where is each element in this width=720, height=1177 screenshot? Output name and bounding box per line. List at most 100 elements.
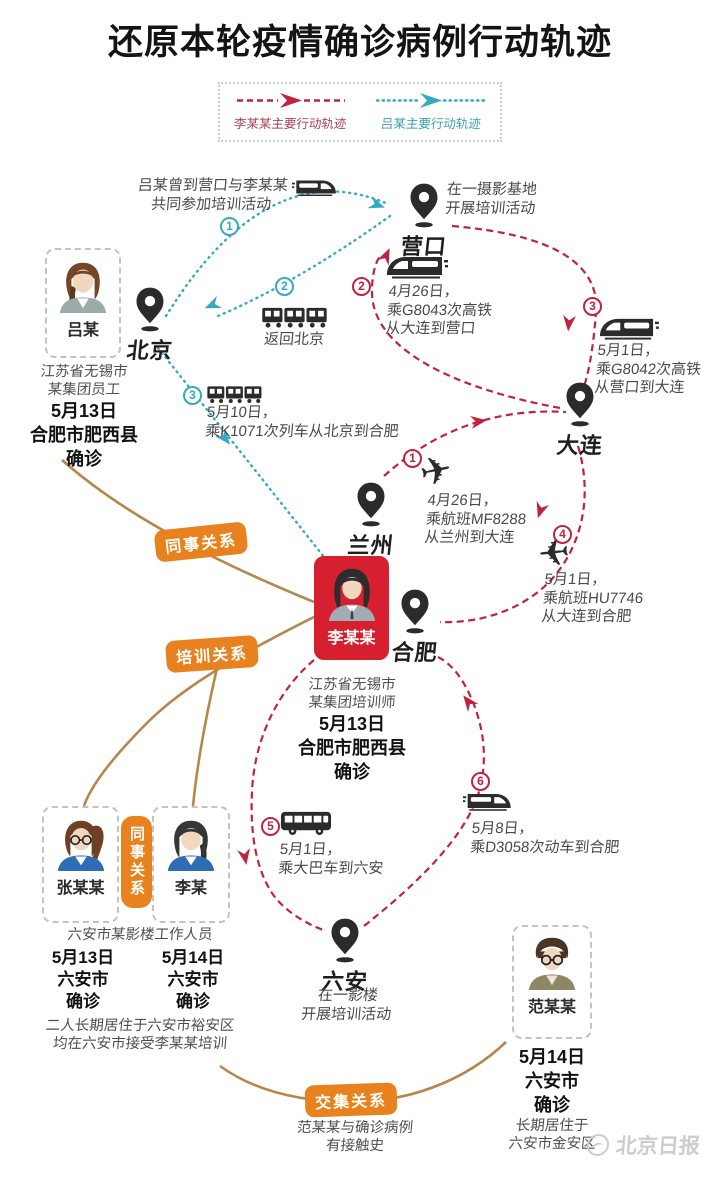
lv-trajectory xyxy=(156,190,392,564)
caption-line: 江苏省无锡市 xyxy=(307,677,397,693)
caption-zhangli-job: 六安市某影楼工作人员 xyxy=(28,926,252,944)
location-label-hefei: 合肥 xyxy=(390,640,440,665)
caption-status: 确诊 xyxy=(534,1095,570,1115)
teal-dotted-arrow-icon xyxy=(375,93,486,108)
caption-date: 5月14日 xyxy=(518,1047,586,1067)
step-red-5: 5 xyxy=(261,817,280,836)
location-pin-icon xyxy=(566,382,594,427)
caption-line: 某集团培训师 xyxy=(307,695,397,711)
note-g8043: 4月26日， 乘G8043次高铁 从大连到营口 xyxy=(385,283,495,339)
page-title: 还原本轮疫情确诊病例行动轨迹 xyxy=(107,23,612,62)
note-line: 从大连到合肥 xyxy=(540,608,633,625)
watermark: 北京日报 xyxy=(585,1130,702,1160)
caption-place: 六安市 xyxy=(525,1071,579,1091)
badge-intersection: 交集关系 xyxy=(304,1082,398,1118)
step-red-2: 2 xyxy=(352,277,371,296)
caption-li: 江苏省无锡市 某集团培训师 5月13日 合肥市肥西县 确诊 xyxy=(272,676,432,784)
step-blue-3: 3 xyxy=(183,386,202,405)
person-name-limou: 李某 xyxy=(174,880,207,897)
note-line: 5月1日， xyxy=(596,342,661,359)
note-line: 乘D3058次动车到合肥 xyxy=(469,838,621,856)
caption-line: 六安市某影楼工作人员 xyxy=(66,927,214,943)
note-k1071: 5月10日， 乘K1071次列车从北京到合肥 xyxy=(204,404,401,441)
note-bus: 5月1日， 乘大巴车到六安 xyxy=(277,841,385,878)
badge-colleague-vertical: 同事关系 xyxy=(121,816,152,908)
note-line: 从兰州到大连 xyxy=(423,529,516,546)
note-line: 5月1日， xyxy=(279,841,343,858)
person-name-zhang: 张某某 xyxy=(56,880,105,897)
note-luan: 在一影楼 开展培训活动 xyxy=(292,987,401,1024)
caption-place: 合肥市肥西县 xyxy=(30,425,138,445)
location-lanzhou: 兰州 xyxy=(347,481,395,558)
note-line: 在一摄影基地 xyxy=(446,181,538,198)
highspeed-train-icon xyxy=(292,180,336,196)
location-hefei: 合肥 xyxy=(391,588,439,665)
location-luan: 六安 xyxy=(321,917,369,994)
location-label-beijing: 北京 xyxy=(125,338,175,363)
avatar-zhang xyxy=(57,820,104,871)
caption-intersection: 范某某与确诊病例 有接触史 xyxy=(270,1119,440,1155)
step-blue-2: 2 xyxy=(275,277,294,296)
step-red-4: 4 xyxy=(553,525,572,544)
legend-label-li: 李某某主要行动轨迹 xyxy=(233,117,348,131)
caption-line: 有接触史 xyxy=(325,1138,385,1154)
location-beijing: 北京 xyxy=(126,286,174,363)
note-hu7746: 5月1日， 乘航班HU7746 从大连到合肥 xyxy=(541,571,646,627)
note-line: 从营口到大连 xyxy=(593,379,686,396)
caption-status: 确诊 xyxy=(66,449,102,469)
person-card-lv: 吕某 xyxy=(45,248,121,358)
caption-line: 江苏省无锡市 xyxy=(39,364,129,380)
note-mf8288: 4月26日， 乘航班MF8288 从兰州到大连 xyxy=(424,492,529,548)
location-dalian: 大连 xyxy=(556,381,604,458)
note-line: 乘大巴车到六安 xyxy=(277,859,385,877)
location-pin-icon xyxy=(331,918,359,963)
legend-item-lv: 吕某主要行动轨迹 xyxy=(375,92,486,132)
note-line: 5月10日， xyxy=(206,404,278,421)
note-line: 开展培训活动 xyxy=(300,1005,392,1023)
train-icon xyxy=(207,386,262,403)
step-red-6: 6 xyxy=(471,772,490,791)
caption-date: 5月13日 xyxy=(318,714,386,734)
person-name-lv: 吕某 xyxy=(66,322,99,339)
note-line: 5月8日， xyxy=(471,820,535,837)
note-yingkou: 在一摄影基地 开展培训活动 xyxy=(444,181,538,218)
caption-status: 确诊 xyxy=(176,992,210,1011)
caption-place: 合肥市肥西县 xyxy=(298,738,406,758)
highspeed-train-icon xyxy=(463,793,511,811)
location-pin-icon xyxy=(401,589,429,634)
avatar-fan xyxy=(528,937,576,990)
note-line: 乘航班HU7746 xyxy=(542,589,644,607)
highspeed-train-icon xyxy=(387,257,448,279)
caption-status: 确诊 xyxy=(66,992,100,1011)
badge-training: 培训关系 xyxy=(164,634,260,674)
caption-zhangli-notes: 二人长期居住于六安市裕安区 均在六安市接受李某某培训 xyxy=(20,1017,260,1053)
caption-date: 5月13日 xyxy=(50,401,118,421)
red-dashed-arrow-icon xyxy=(236,93,345,108)
caption-line: 二人长期居住于六安市裕安区 xyxy=(45,1018,235,1034)
caption-line: 某集团员工 xyxy=(47,382,121,398)
location-pin-icon xyxy=(357,482,385,527)
note-return-beijing: 返回北京 xyxy=(263,331,325,348)
note-line: 吕某曾到营口与李某某 xyxy=(137,177,289,194)
person-name-fan: 范某某 xyxy=(527,999,576,1016)
note-line: 4月26日， xyxy=(426,492,499,509)
train-icon xyxy=(262,307,327,328)
bus-icon xyxy=(280,811,332,836)
legend-item-li: 李某某主要行动轨迹 xyxy=(234,92,347,132)
newspaper-logo-icon xyxy=(586,1134,610,1156)
watermark-text: 北京日报 xyxy=(614,1135,701,1158)
person-card-zhang: 张某某 xyxy=(42,806,119,923)
note-line: 在一影楼 xyxy=(317,987,379,1004)
avatar-li xyxy=(328,568,375,621)
caption-lv: 江苏省无锡市 某集团员工 5月13日 合肥市肥西县 确诊 xyxy=(6,363,162,471)
step-red-3: 3 xyxy=(583,297,602,316)
note-line: 开展培训活动 xyxy=(444,199,537,217)
caption-date: 5月13日 xyxy=(51,948,115,967)
note-line: 乘航班MF8288 xyxy=(425,510,527,528)
note-d3058: 5月8日， 乘D3058次动车到合肥 xyxy=(469,820,621,857)
location-pin-icon xyxy=(136,287,164,332)
caption-date: 5月14日 xyxy=(161,948,225,967)
person-card-fan: 范某某 xyxy=(512,925,592,1039)
note-g8042: 5月1日， 乘G8042次高铁 从营口到大连 xyxy=(594,342,704,398)
